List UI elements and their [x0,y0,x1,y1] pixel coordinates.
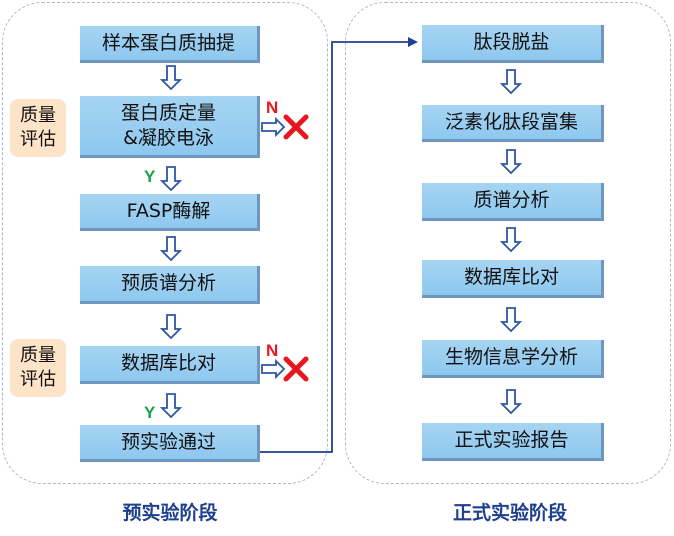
no-label: N [266,98,279,117]
step-bioinformatics-analysis: 生物信息学分析 [422,340,604,378]
right-arrow-icon [261,360,285,378]
step-sample-protein-extraction: 样本蛋白质抽提 [80,26,260,63]
step-pre-experiment-passed: 预实验通过 [80,425,260,462]
phase-connector-line [258,41,408,453]
no-label: N [266,341,279,360]
down-arrow-icon [501,69,521,94]
quality-check-badge: 质量 评估 [10,99,66,157]
step-peptide-desalting: 肽段脱盐 [422,25,604,63]
step-ubiquitinated-peptide-enrichment: 泛素化肽段富集 [422,105,604,142]
down-arrow-icon [161,65,181,90]
yes-label: Y [144,403,156,422]
formal-phase-panel [345,2,671,484]
quality-check-line-2: 评估 [20,369,56,390]
step-pre-ms-analysis: 预质谱分析 [80,266,260,304]
right-arrow-icon [261,118,285,136]
down-arrow-icon [161,166,181,191]
yes-label: Y [144,167,156,186]
quality-check-line-2: 评估 [20,129,56,150]
step-protein-quantification-gel: 蛋白质定量 &凝胶电泳 [80,96,260,158]
down-arrow-icon [161,236,181,261]
step-formal-experiment-report: 正式实验报告 [422,423,604,461]
down-arrow-icon [501,227,521,252]
connector-arrowhead-icon [408,37,418,47]
formal-phase-title: 正式实验阶段 [452,502,567,524]
quality-check-line-1: 质量 [20,105,56,126]
step-database-search-formal: 数据库比对 [422,260,604,298]
quality-check-badge: 质量 评估 [10,339,66,397]
step-fasp-digestion: FASP酶解 [80,194,260,231]
reject-x-icon [286,359,306,379]
down-arrow-icon [501,389,521,414]
down-arrow-icon [501,149,521,174]
preliminary-phase-panel [2,2,328,484]
preliminary-phase-title: 预实验阶段 [122,502,218,524]
quality-check-line-1: 质量 [20,345,56,366]
step-ms-analysis: 质谱分析 [422,183,604,221]
step-database-search-pre: 数据库比对 [80,346,260,384]
down-arrow-icon [161,314,181,339]
down-arrow-icon [161,393,181,418]
down-arrow-icon [501,307,521,332]
reject-x-icon [286,117,306,137]
